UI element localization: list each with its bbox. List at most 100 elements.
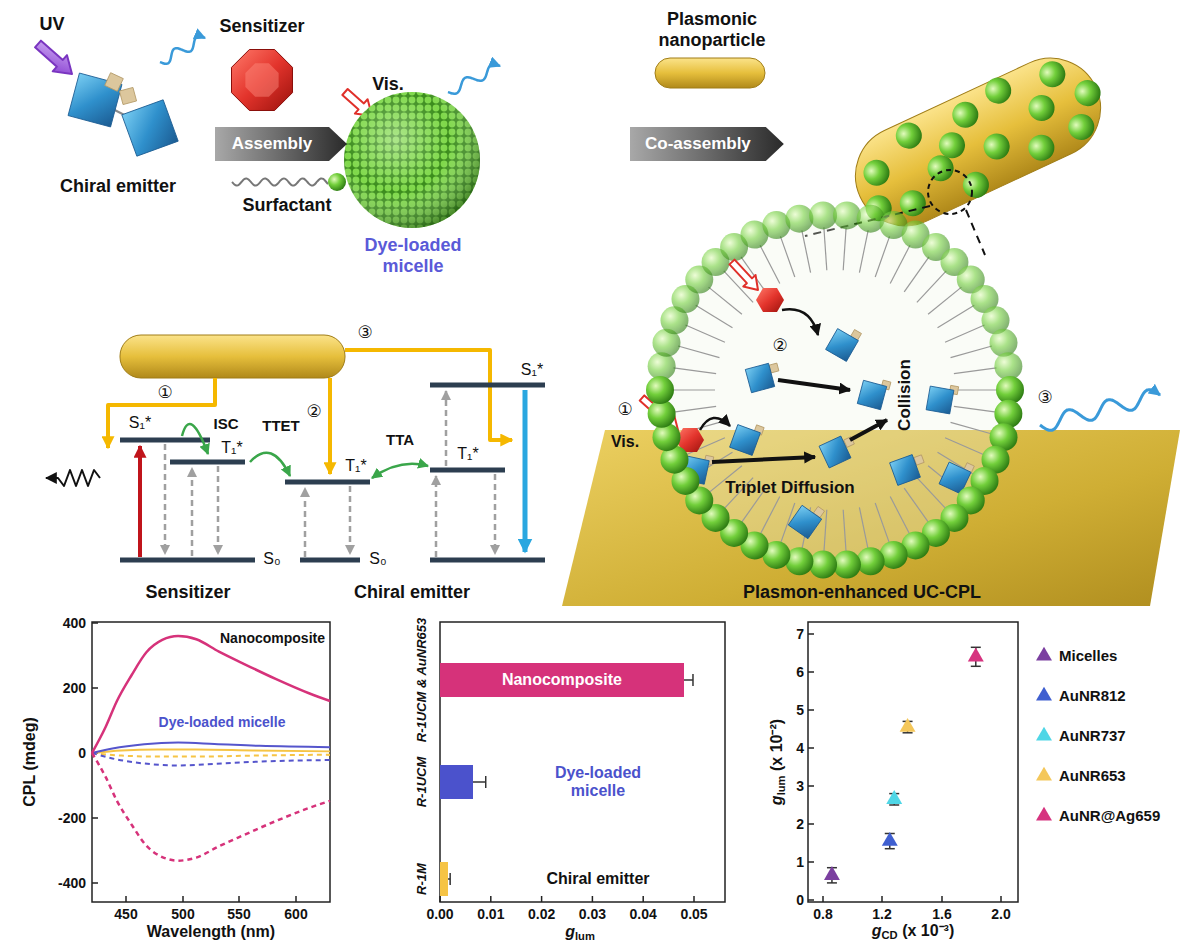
legend-triangle [1036,647,1052,661]
nonradiative-squiggle [46,470,100,486]
legend-entry: AuNR812 [1035,685,1126,705]
legend-text: Micelles [1059,647,1117,664]
surfactant-head [935,128,970,163]
unit-text: (x 10⁻²) [768,719,785,776]
surfactant-head [994,352,1022,380]
error-bar [971,666,981,668]
process-label: Triplet Diffusion [725,478,854,498]
emitter-square [926,386,954,414]
surfactant-head [833,201,861,229]
energy-level-label: T₁* [345,457,366,475]
tick-mark [822,896,824,902]
tick-mark [808,671,814,673]
surfactant-head [646,376,674,404]
surfactant-head [648,400,676,428]
tick-mark [693,896,695,902]
surfactant-tail [904,257,929,292]
decay-arrow [304,488,307,557]
decay-arrow [191,468,194,556]
tick-label: 1.2 [872,906,891,922]
tick-mark [808,823,814,825]
tick-mark [238,896,240,902]
legend-entry: AuNR737 [1035,725,1126,745]
subscript: lum [575,930,595,942]
surfactant-tail [232,178,328,185]
surfactant-head [809,201,837,229]
surfactant-tail [945,438,984,455]
surfactant-head [652,423,680,451]
energy-diagram [46,335,545,560]
sensitizer-crystal [756,288,784,312]
surfactant-head [948,98,983,133]
energy-level-label: S₁* [521,361,543,379]
node-text: Chiral emitter [546,870,649,888]
legend-triangle [1036,767,1052,781]
energy-level [430,558,545,563]
energy-level [430,383,545,388]
nanoparticle-illustration [655,58,765,88]
symbol: g [565,923,575,940]
surfactant-tail [875,236,889,277]
illustration-label: Plasmonic nanoparticle [647,9,777,50]
zoom-circle [928,170,972,214]
node-text: Nanocomposite [502,671,622,689]
surfactant-head [833,551,861,579]
ttet-arrow [250,453,290,476]
surfactant-tail [674,406,717,412]
surfactant-head [981,73,1016,108]
tick-label: 600 [284,906,307,922]
category-label: R-1UCM [415,757,430,808]
tick-mark [92,817,98,819]
surfactant-tail [696,305,733,327]
energy-level-label: T₁* [457,445,478,463]
diffusion-arrow [850,420,887,440]
tick-mark [541,896,543,902]
surfactant-tail [955,389,998,390]
surfactant-tail [760,497,780,535]
arrow-body [630,127,784,161]
diagram-label: Chiral emitter [354,582,470,603]
process-label: TTA [386,431,414,448]
tick-label: 3 [796,778,804,794]
emitter-square [122,100,178,156]
surfactant-tail [954,406,997,412]
unit-text: (x 10⁻³) [898,922,955,939]
tick-label: 2 [796,816,804,832]
emission-arrow [523,390,528,552]
tick-mark [490,896,492,902]
callout-number: ① [617,400,632,420]
energy-level-label: S₀ [369,550,386,568]
surfactant-tail [760,245,780,283]
surfactant-tail [709,287,742,314]
tick-label: 0.05 [680,906,707,922]
gold-nanorod [839,42,1117,243]
tick-label: 4 [796,740,804,756]
light-arrow [31,36,79,82]
tick-mark [808,785,814,787]
light-arrow [726,256,764,295]
surfactant-tail [674,368,717,374]
surfactant-tail [802,230,811,272]
callout-number: ① [157,383,172,403]
surfactant-head [809,551,837,579]
emitter-arm [105,73,124,92]
surfactant-head [859,156,894,191]
legend-text: AuNR812 [1059,687,1126,704]
light-label: UV [39,14,64,35]
legend-symbol [1035,766,1053,784]
circularly-polarized-light [448,64,500,93]
plot-frame [808,622,1018,902]
tick-label: 0.01 [477,906,504,922]
data-point [882,832,898,846]
cpl-chart [92,622,330,902]
energy-transfer-arrow [700,418,730,430]
process-label: TTET [262,417,300,434]
surfactant-tail [951,422,992,434]
tick-label: 1 [796,854,804,870]
tick-label: 500 [171,906,194,922]
light-label: Vis. [611,433,639,451]
energy-level-label: S₁* [129,414,151,432]
surfactant-tail [843,510,846,553]
illustration-label: Surfactant [242,195,331,216]
